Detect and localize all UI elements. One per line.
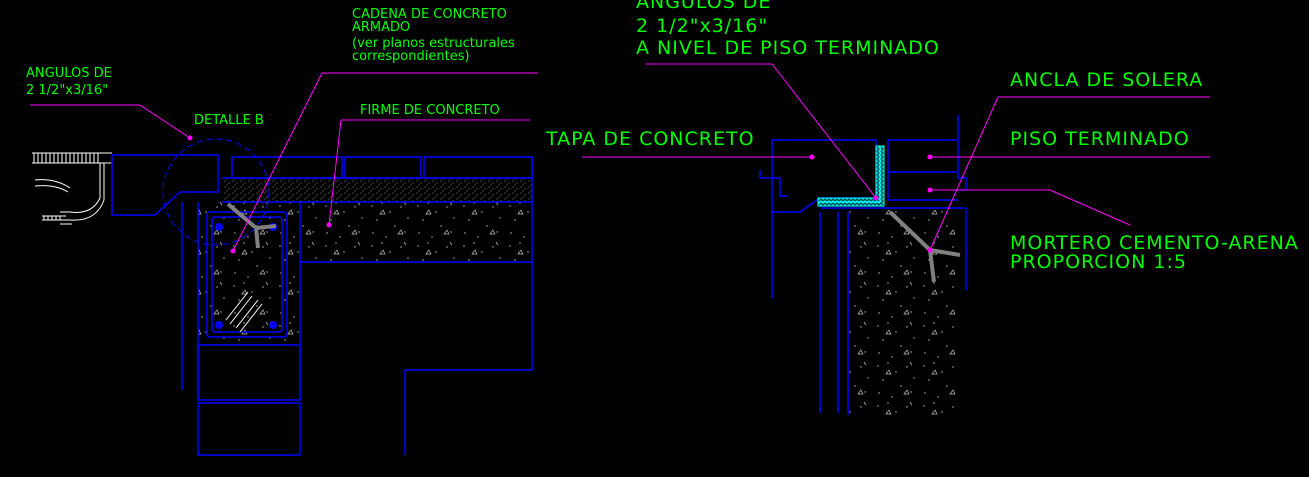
cadena-line1: CADENA DE CONCRETO: [352, 7, 507, 22]
firme-fill: [222, 178, 532, 202]
right-angulos-line2: 2 1/2"x3/16": [636, 15, 768, 37]
left-angulos-line2: 2 1/2"x3/16": [26, 83, 108, 98]
right-leaders: [582, 63, 1210, 253]
mortero-line2: PROPORCION 1:5: [1010, 251, 1187, 273]
right-section-drawing: [582, 63, 1210, 415]
rebar-bars: [215, 223, 277, 333]
grating: [32, 152, 112, 225]
mortero-line1: MORTERO CEMENTO-ARENA: [1010, 232, 1299, 254]
right-anchor-icon: [888, 210, 961, 283]
cadena-line2: ARMADO: [352, 20, 410, 35]
cadena-line3: (ver planos estructurales: [352, 36, 515, 51]
mortero-fill: [848, 210, 956, 415]
ancla-label: ANCLA DE SOLERA: [1010, 69, 1203, 91]
right-angulos-line1: ANGULOS DE: [636, 0, 771, 13]
left-anchor-icon: [226, 202, 277, 249]
tapa-label: TAPA DE CONCRETO: [545, 128, 755, 150]
detail-b-circle: [162, 138, 270, 246]
right-angulos-line3: A NIVEL DE PISO TERMINADO: [636, 37, 940, 59]
cadena-line4: correspondientes): [352, 49, 470, 64]
detalle-b-label: DETALLE B: [194, 113, 264, 128]
piso-label: PISO TERMINADO: [1010, 128, 1190, 150]
left-leaders: [30, 72, 538, 254]
firme-label: FIRME DE CONCRETO: [360, 103, 500, 118]
slab-fill: [300, 202, 532, 262]
left-structure: [111, 154, 533, 456]
left-angulos-line1: ANGULOS DE: [26, 66, 112, 81]
left-section-drawing: [30, 72, 538, 456]
